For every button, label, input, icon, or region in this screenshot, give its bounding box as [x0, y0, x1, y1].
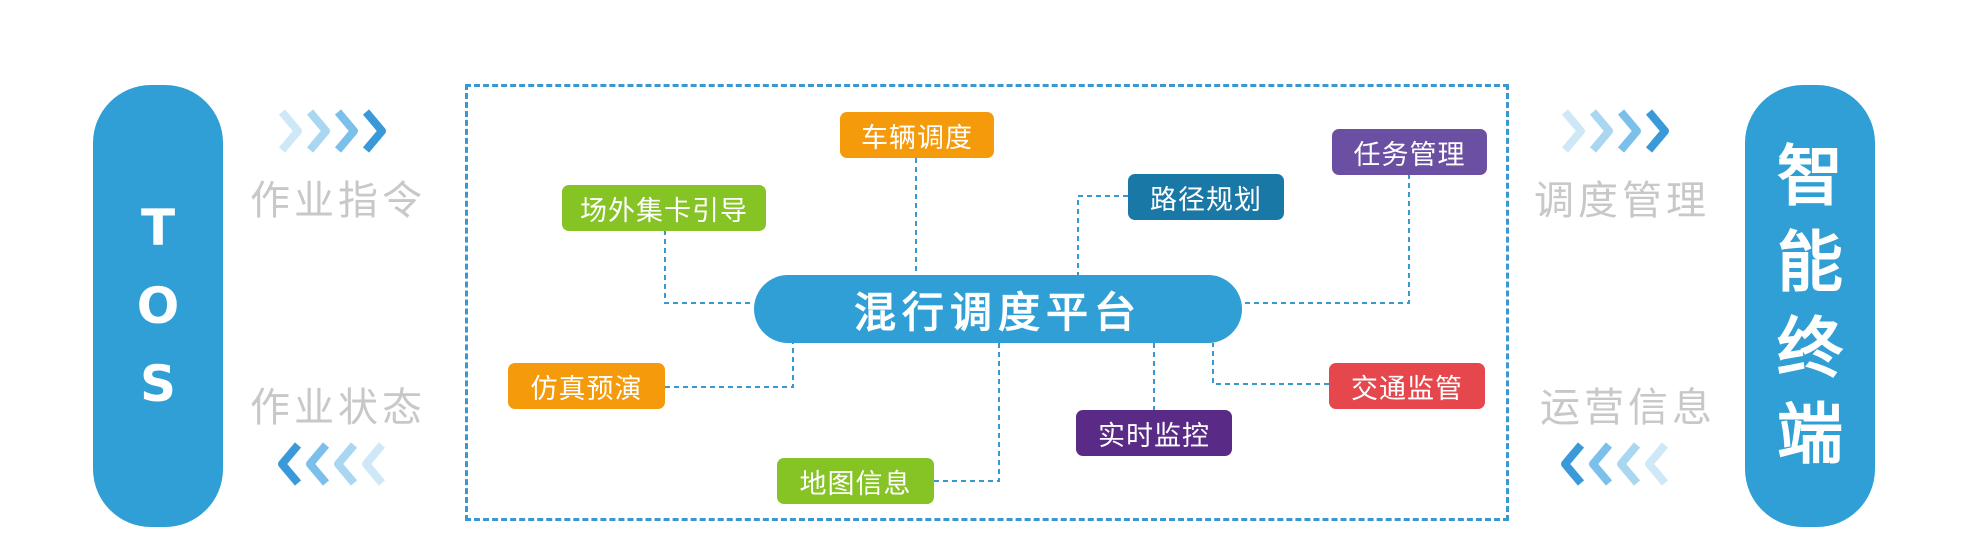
left-top-label: 作业指令	[250, 178, 426, 224]
smart-char-1: 智	[1777, 138, 1843, 215]
module-path-planning: 路径规划	[1128, 174, 1284, 220]
tos-letter-t: T	[140, 199, 176, 257]
module-realtime-monitor: 实时监控	[1076, 410, 1232, 456]
module-map-info: 地图信息	[777, 458, 934, 504]
left-bottom-label: 作业状态	[250, 385, 426, 431]
module-task-management: 任务管理	[1332, 129, 1487, 175]
module-traffic-control: 交通监管	[1329, 363, 1485, 409]
module-vehicle-dispatch: 车辆调度	[840, 112, 994, 158]
right-arrows-right-icon	[1561, 109, 1669, 153]
tos-letter-o: O	[136, 277, 180, 335]
right-arrows-left-icon	[1561, 442, 1669, 486]
tos-letter-s: S	[139, 355, 176, 413]
left-arrows-right-icon	[278, 109, 386, 153]
left-arrows-left-icon	[278, 442, 386, 486]
hybrid-dispatch-platform: 混行调度平台	[754, 275, 1242, 343]
platform-frame	[465, 84, 1509, 521]
right-top-label: 调度管理	[1534, 178, 1710, 224]
module-outside-truck-guide: 场外集卡引导	[562, 185, 766, 231]
module-simulation: 仿真预演	[508, 363, 665, 409]
smart-char-4: 端	[1777, 396, 1843, 473]
smart-terminal-panel: 智 能 终 端	[1745, 85, 1875, 527]
smart-char-2: 能	[1777, 224, 1843, 301]
tos-panel: T O S	[93, 85, 223, 527]
right-bottom-label: 运营信息	[1540, 385, 1716, 431]
smart-char-3: 终	[1777, 310, 1843, 387]
